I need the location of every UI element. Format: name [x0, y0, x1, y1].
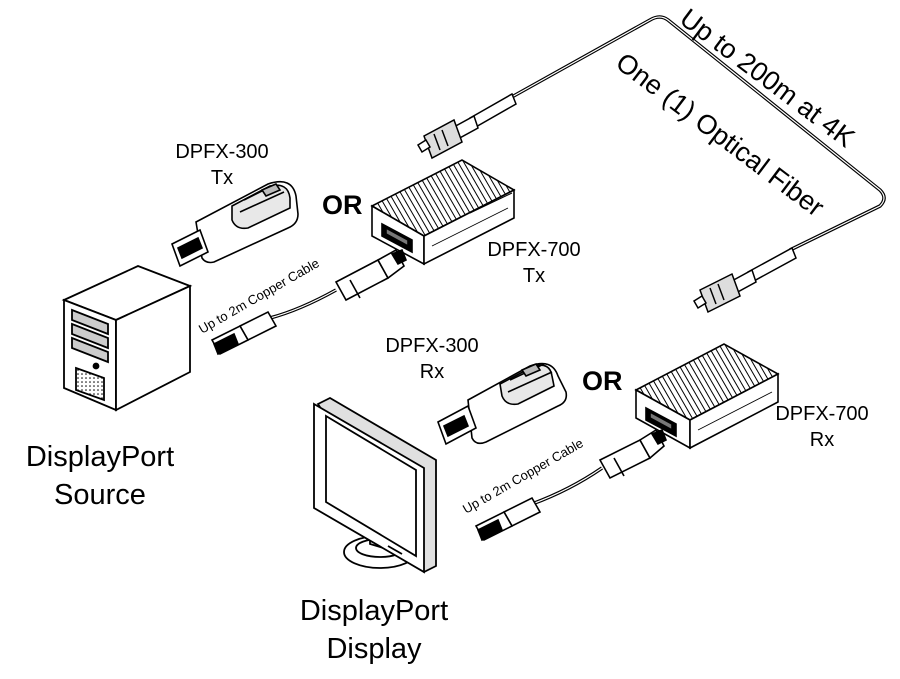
- pc-tower-source: [61, 265, 193, 412]
- rx300-role-label: Rx: [420, 361, 444, 383]
- rx700-model-label: DPFX-700: [775, 403, 868, 425]
- or-bottom-label: OR: [582, 366, 623, 396]
- dpfx-300-tx-device: [171, 180, 299, 268]
- fiber-connector-bottom: [692, 246, 797, 314]
- display-label-line1: DisplayPort: [300, 595, 448, 627]
- source-label-line1: DisplayPort: [26, 441, 174, 473]
- tx300-role-label: Tx: [211, 167, 233, 189]
- copper-cable-bottom: [474, 428, 668, 542]
- display-label-line2: Display: [326, 633, 422, 665]
- tx700-role-label: Tx: [523, 265, 545, 287]
- monitor-display: [313, 396, 437, 574]
- or-top-label: OR: [322, 190, 363, 220]
- optical-fiber-cable: [509, 15, 886, 252]
- rx700-role-label: Rx: [810, 429, 834, 451]
- dpfx-300-rx-device: [437, 362, 568, 446]
- fiber-connector-top: [416, 92, 517, 160]
- tx300-model-label: DPFX-300: [175, 141, 268, 163]
- copper-cable-top: [210, 248, 408, 356]
- source-label-line2: Source: [54, 479, 146, 511]
- dpfx-700-tx-device: [370, 159, 516, 266]
- dpfx-700-rx-device: [634, 343, 780, 450]
- rx300-model-label: DPFX-300: [385, 335, 478, 357]
- tx700-model-label: DPFX-700: [487, 239, 580, 261]
- fiber-count-label: One (1) Optical Fiber: [610, 47, 829, 223]
